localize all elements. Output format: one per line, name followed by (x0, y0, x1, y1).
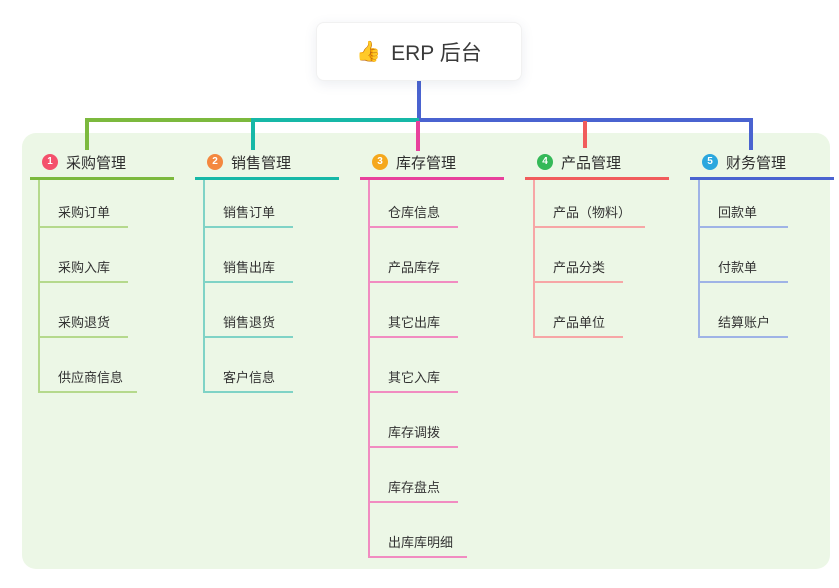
branch-number-badge: 2 (207, 154, 223, 170)
branch-column: 1 采购管理采购订单采购入库采购退货供应商信息 (30, 147, 174, 393)
branch-node[interactable]: 5 财务管理 (690, 147, 834, 180)
connector-line (749, 118, 753, 150)
branch-label: 采购管理 (66, 154, 127, 172)
sub-node[interactable]: 付款单 (700, 228, 788, 283)
branch-column: 3 库存管理仓库信息产品库存其它出库其它入库库存调拨库存盘点出库库明细 (360, 147, 504, 558)
branch-children: 回款单付款单结算账户 (698, 180, 834, 338)
sub-node[interactable]: 结算账户 (700, 283, 788, 338)
sub-node[interactable]: 销售出库 (205, 228, 293, 283)
branch-children: 销售订单销售出库销售退货客户信息 (203, 180, 339, 393)
sub-node[interactable]: 采购入库 (40, 228, 128, 283)
sub-node[interactable]: 其它出库 (370, 283, 458, 338)
sub-node[interactable]: 其它入库 (370, 338, 458, 393)
branch-number-badge: 4 (537, 154, 553, 170)
connector-line (416, 121, 420, 151)
branch-number-badge: 5 (702, 154, 718, 170)
sub-node[interactable]: 产品单位 (535, 283, 623, 338)
branch-number-badge: 1 (42, 154, 58, 170)
connector-line (583, 121, 587, 148)
connector-line (419, 118, 753, 122)
branch-node[interactable]: 3 库存管理 (360, 147, 504, 180)
branch-node[interactable]: 4 产品管理 (525, 147, 669, 180)
root-node-label: ERP 后台 (391, 41, 482, 65)
sub-node[interactable]: 库存调拨 (370, 393, 458, 448)
branch-column: 4 产品管理产品（物料）产品分类产品单位 (525, 147, 669, 338)
branch-label: 财务管理 (726, 154, 787, 172)
branch-column: 5 财务管理回款单付款单结算账户 (690, 147, 834, 338)
sub-node[interactable]: 产品分类 (535, 228, 623, 283)
branch-label: 产品管理 (561, 154, 622, 172)
branch-node[interactable]: 2 销售管理 (195, 147, 339, 180)
root-node[interactable]: 👍 ERP 后台 (316, 22, 522, 81)
sub-node[interactable]: 回款单 (700, 180, 788, 228)
connector-line (417, 81, 421, 122)
sub-node[interactable]: 销售订单 (205, 180, 293, 228)
sub-node[interactable]: 销售退货 (205, 283, 293, 338)
thumbs-up-icon: 👍 (356, 40, 382, 63)
connector-line (251, 118, 255, 150)
sub-node[interactable]: 客户信息 (205, 338, 293, 393)
sub-node[interactable]: 库存盘点 (370, 448, 458, 503)
branch-label: 库存管理 (396, 154, 457, 172)
sub-node[interactable]: 产品（物料） (535, 180, 646, 228)
sub-node[interactable]: 仓库信息 (370, 180, 458, 228)
connector-line (253, 118, 419, 122)
branch-number-badge: 3 (372, 154, 388, 170)
connector-line (85, 118, 255, 122)
sub-node[interactable]: 采购退货 (40, 283, 128, 338)
branches-panel (22, 133, 830, 569)
branch-column: 2 销售管理销售订单销售出库销售退货客户信息 (195, 147, 339, 393)
branch-children: 仓库信息产品库存其它出库其它入库库存调拨库存盘点出库库明细 (368, 180, 504, 558)
branch-children: 采购订单采购入库采购退货供应商信息 (38, 180, 174, 393)
sub-node[interactable]: 产品库存 (370, 228, 458, 283)
sub-node[interactable]: 供应商信息 (40, 338, 138, 393)
connector-line (85, 118, 89, 150)
branch-children: 产品（物料）产品分类产品单位 (533, 180, 669, 338)
branch-node[interactable]: 1 采购管理 (30, 147, 174, 180)
branch-label: 销售管理 (231, 154, 292, 172)
sub-node[interactable]: 出库库明细 (370, 503, 468, 558)
sub-node[interactable]: 采购订单 (40, 180, 128, 228)
